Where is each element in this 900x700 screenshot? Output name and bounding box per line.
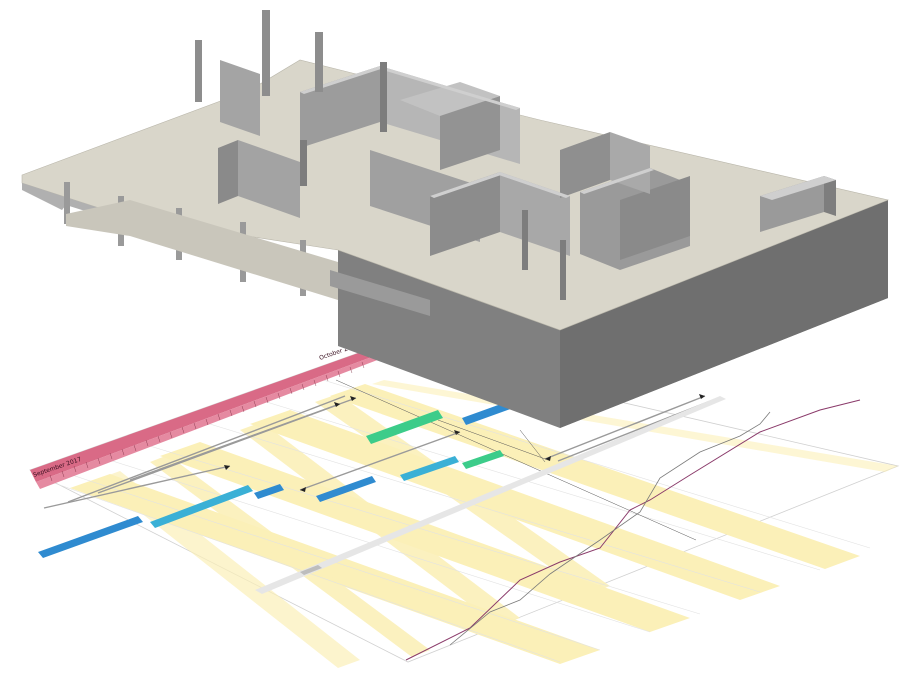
- week-stripes: [70, 380, 898, 668]
- dependency-lines: [43, 395, 719, 509]
- task-bar: [254, 484, 284, 499]
- summary-bar-milestone: [300, 565, 322, 575]
- gantt-sheet: September 2017 October 2017: [28, 342, 900, 668]
- marker-lines: [335, 379, 697, 541]
- tall-columns: [195, 10, 566, 300]
- dependency-arrows: [224, 394, 705, 492]
- baseline-curve: [449, 411, 771, 646]
- lower-slab: [66, 200, 338, 300]
- walls: [218, 60, 836, 316]
- slab-right-face: [560, 200, 888, 428]
- task-bar: [38, 516, 143, 558]
- summary-bar: [255, 396, 726, 594]
- building-model: [21, 10, 890, 428]
- timeline-header: [30, 346, 385, 482]
- task-bar: [462, 450, 504, 469]
- task-bar: [150, 485, 253, 528]
- task-bar: [400, 456, 459, 481]
- timeline-ticks: [49, 361, 365, 482]
- task-bar: [316, 476, 376, 502]
- progress-curve: [405, 399, 861, 661]
- task-bar: [366, 410, 443, 444]
